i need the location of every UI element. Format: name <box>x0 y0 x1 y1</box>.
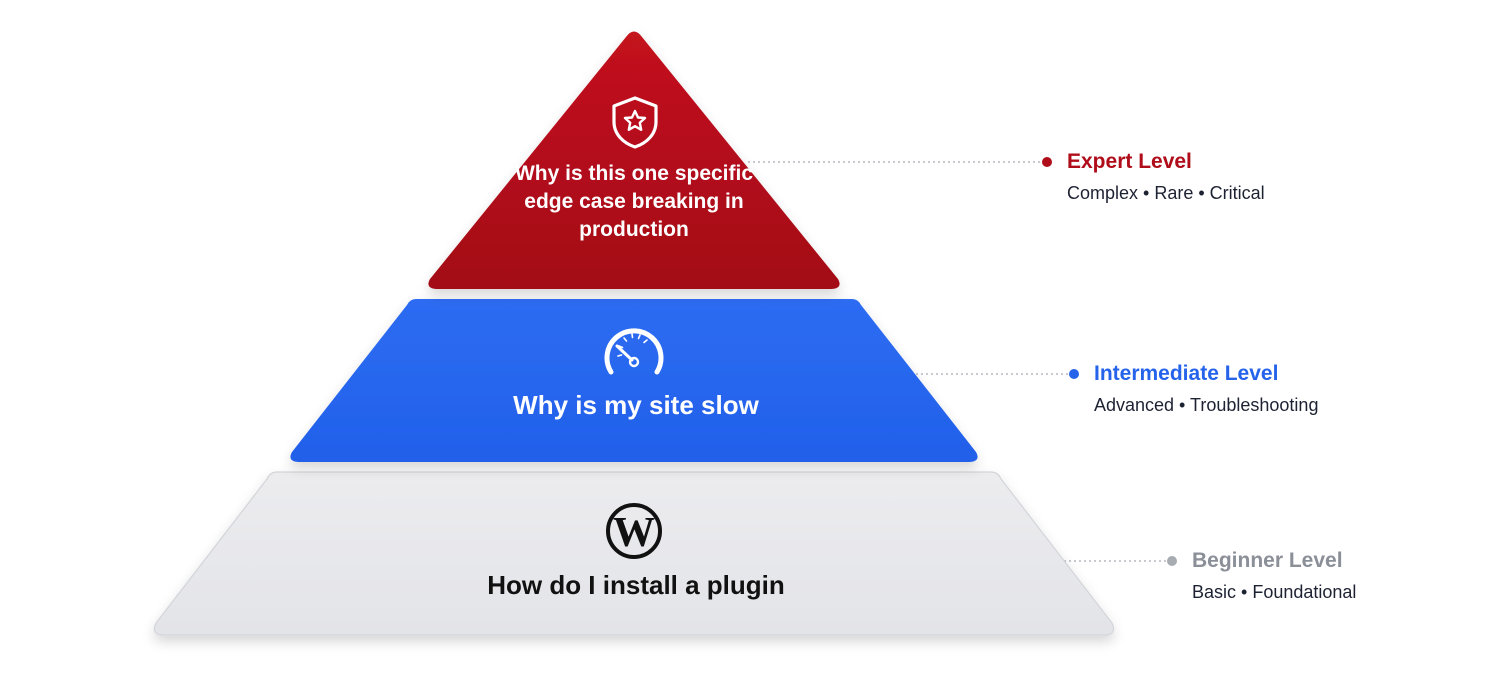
expert-connector-dot <box>1042 157 1052 167</box>
intermediate-connector-dot <box>1069 369 1079 379</box>
intermediate-tier-text: Why is my site slow <box>513 390 759 420</box>
svg-text:W: W <box>613 510 655 556</box>
speedometer-icon <box>604 328 664 375</box>
connector-lines <box>748 157 1177 566</box>
intermediate-level-title: Intermediate Level <box>1094 362 1279 385</box>
expert-level-subtitle: Complex • Rare • Critical <box>1067 183 1265 203</box>
intermediate-tier <box>290 299 978 462</box>
beginner-tier <box>153 471 1115 636</box>
wordpress-icon: W <box>606 503 662 559</box>
expert-tier <box>428 31 840 289</box>
beginner-level-title: Beginner Level <box>1192 549 1343 572</box>
expert-level-title: Expert Level <box>1067 150 1192 173</box>
intermediate-level-subtitle: Advanced • Troubleshooting <box>1094 395 1319 415</box>
shield-star-icon <box>612 96 658 149</box>
expert-tier-text: Why is this one specific edge case break… <box>514 162 754 241</box>
beginner-level-label: Beginner Level Basic • Foundational <box>1192 548 1356 603</box>
expert-level-label: Expert Level Complex • Rare • Critical <box>1067 149 1265 204</box>
intermediate-level-label: Intermediate Level Advanced • Troublesho… <box>1094 361 1318 416</box>
beginner-level-subtitle: Basic • Foundational <box>1192 582 1357 602</box>
beginner-connector-dot <box>1167 556 1177 566</box>
beginner-tier-text: How do I install a plugin <box>487 570 785 600</box>
